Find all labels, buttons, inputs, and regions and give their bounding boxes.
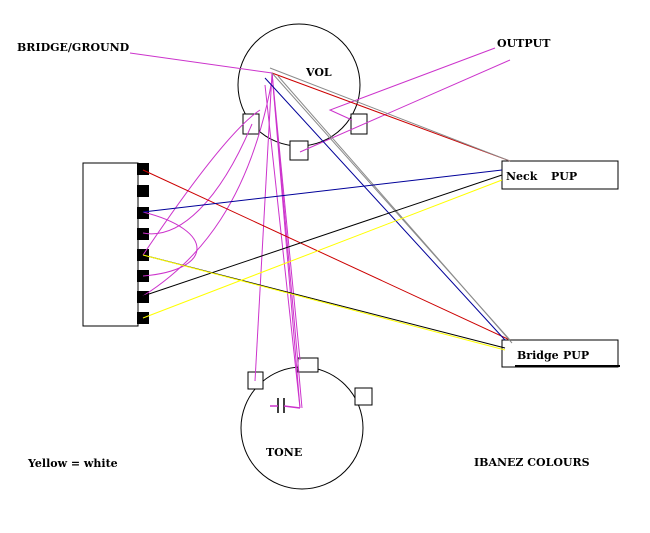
wire-blue [142, 169, 503, 213]
wire-magenta [142, 109, 261, 256]
wire-magenta [142, 211, 198, 277]
wire-gray [269, 67, 511, 162]
wire-magenta [129, 52, 273, 74]
wire-blue [264, 77, 506, 341]
neck-pickup-suffix: PUP [551, 170, 577, 183]
brand-colours-note: IBANEZ COLOURS [474, 456, 590, 469]
wire-magenta [264, 84, 301, 409]
vol-label: VOL [305, 66, 332, 79]
neck-pickup [501, 160, 619, 190]
wire-magenta [328, 47, 496, 121]
pickup-switch [82, 162, 139, 327]
switch-lugs [137, 163, 149, 324]
wire-magenta [142, 79, 273, 297]
switch-lug [137, 207, 149, 219]
vol-lug-center [289, 140, 309, 161]
legend-yellow-white: Yellow = white [27, 457, 118, 470]
switch-lug [137, 185, 149, 197]
wire-magenta [142, 123, 253, 235]
wire-yellow [142, 179, 503, 319]
switch-lug [137, 228, 149, 240]
vol-lug-right [350, 113, 368, 135]
bridge-ground-label: BRIDGE/GROUND [17, 41, 130, 54]
bridge-pickup-label: Bridge [517, 349, 559, 362]
tone-lug-right [354, 387, 373, 406]
capacitor [270, 398, 301, 413]
bridge-pickup [501, 339, 619, 368]
wires [129, 47, 513, 409]
wire-red [142, 169, 511, 341]
tone-lug-top [297, 357, 319, 373]
wire-yellow [142, 254, 506, 351]
neck-pickup-label: Neck [506, 170, 538, 183]
bridge-pickup-suffix: PUP [563, 349, 589, 362]
wire-magenta [299, 59, 511, 153]
wire-black [142, 174, 503, 297]
tone-label: TONE [266, 446, 302, 459]
wire-magenta [271, 72, 303, 409]
wire-gray [277, 75, 513, 344]
output-label: OUTPUT [497, 37, 551, 50]
wire-red [271, 72, 511, 162]
switch-lug [137, 163, 149, 175]
